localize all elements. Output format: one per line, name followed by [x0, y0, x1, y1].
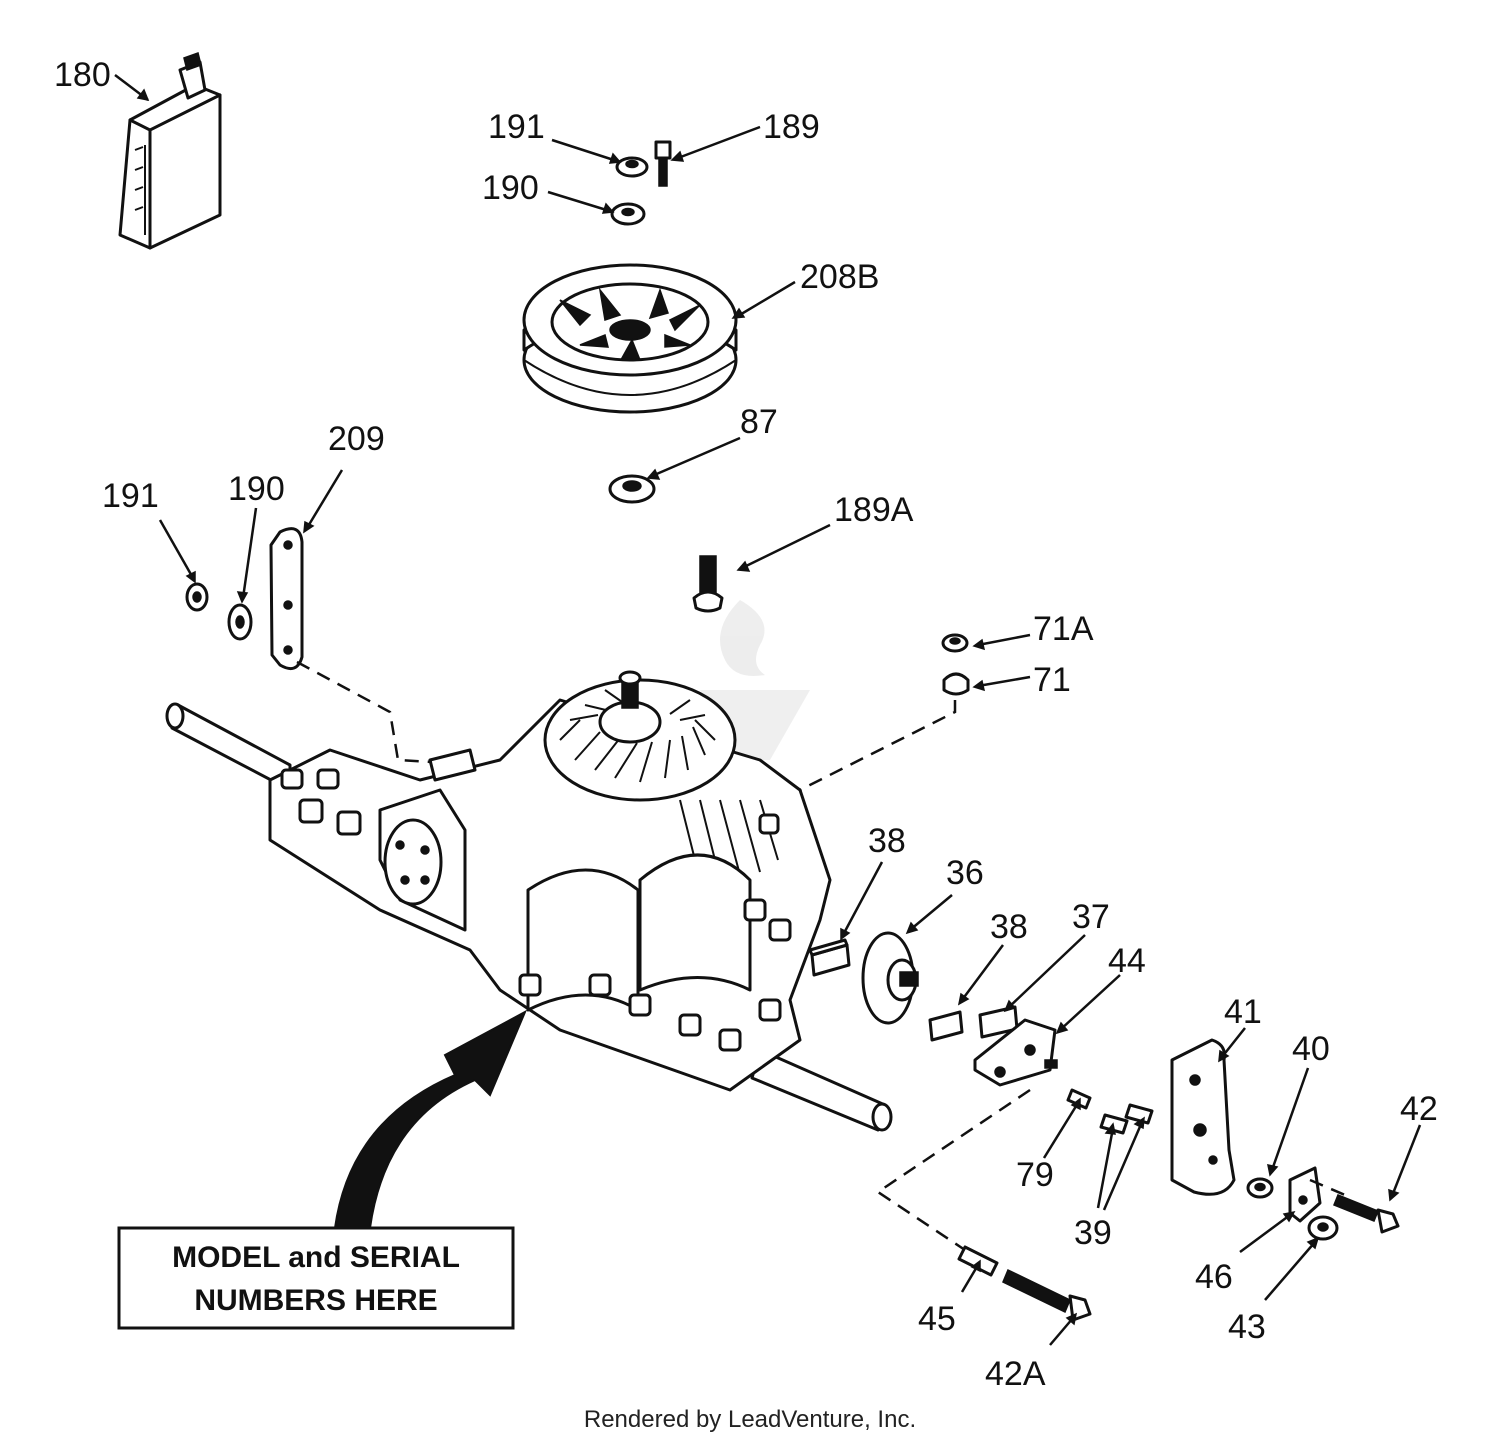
- label-191-top: 191: [488, 108, 545, 146]
- label-40: 40: [1292, 1030, 1330, 1068]
- label-37: 37: [1072, 898, 1110, 936]
- part-191-top-nut: [615, 156, 649, 178]
- part-42a-bolt: [1002, 1268, 1092, 1322]
- callout-line-1: MODEL and SERIAL: [172, 1241, 460, 1274]
- label-41: 41: [1224, 993, 1262, 1031]
- label-43: 43: [1228, 1308, 1266, 1346]
- part-46-bracket: [1288, 1166, 1322, 1223]
- part-71a-cap: [941, 633, 969, 653]
- label-71a: 71A: [1033, 610, 1094, 648]
- part-71-fitting: [942, 672, 970, 696]
- label-46: 46: [1195, 1258, 1233, 1296]
- label-189a: 189A: [834, 491, 914, 529]
- part-42-bolt: [1333, 1194, 1400, 1234]
- watermark: [700, 600, 810, 760]
- part-87-spacer: [608, 474, 656, 504]
- serial-callout: MODEL and SERIAL NUMBERS HERE: [117, 1226, 515, 1330]
- label-189: 189: [763, 108, 820, 146]
- assembly-lines: [296, 660, 1346, 1252]
- label-45: 45: [918, 1300, 956, 1338]
- part-40-washer: [1246, 1177, 1274, 1199]
- label-42: 42: [1400, 1090, 1438, 1128]
- label-208b: 208B: [800, 258, 879, 296]
- serial-arrow: [333, 1009, 528, 1229]
- label-36: 36: [946, 854, 984, 892]
- label-209: 209: [328, 420, 385, 458]
- transaxle-assembly: [165, 670, 893, 1132]
- part-41-arm: [1170, 1038, 1236, 1196]
- part-190-top-washer: [610, 202, 646, 226]
- part-39-pins: [1099, 1103, 1154, 1135]
- leader-lines: [114, 74, 1422, 1346]
- part-36-disc: [861, 931, 919, 1025]
- part-189a-bolt: [692, 555, 724, 613]
- callout-line-2: NUMBERS HERE: [194, 1284, 437, 1317]
- part-180-oil-bottle: [118, 52, 222, 250]
- part-38-key-lower: [928, 1010, 964, 1042]
- label-38-upper: 38: [868, 822, 906, 860]
- part-189-bolt: [654, 140, 672, 187]
- part-209-link: [269, 527, 304, 671]
- label-180: 180: [54, 56, 111, 94]
- label-87: 87: [740, 403, 778, 441]
- label-190-top: 190: [482, 169, 539, 207]
- part-44-bracket: [973, 1018, 1058, 1087]
- part-38-key-upper: [808, 938, 851, 977]
- label-38-lower: 38: [990, 908, 1028, 946]
- part-208b-pulley: [522, 263, 738, 414]
- part-43-nut: [1307, 1215, 1339, 1241]
- label-71: 71: [1033, 661, 1071, 699]
- label-79: 79: [1016, 1156, 1054, 1194]
- label-44: 44: [1108, 942, 1146, 980]
- part-45-sleeve: [957, 1245, 999, 1277]
- part-190-left-washer: [227, 603, 253, 641]
- label-39: 39: [1074, 1214, 1112, 1252]
- label-190-left: 190: [228, 470, 285, 508]
- part-labels: 180 191 189 190 208B 87 209 191 190 189A…: [54, 56, 1438, 1393]
- footer-credit: Rendered by LeadVenture, Inc.: [583, 1406, 917, 1433]
- label-42a: 42A: [985, 1355, 1046, 1393]
- label-191-left: 191: [102, 477, 159, 515]
- part-191-left-nut: [185, 582, 209, 612]
